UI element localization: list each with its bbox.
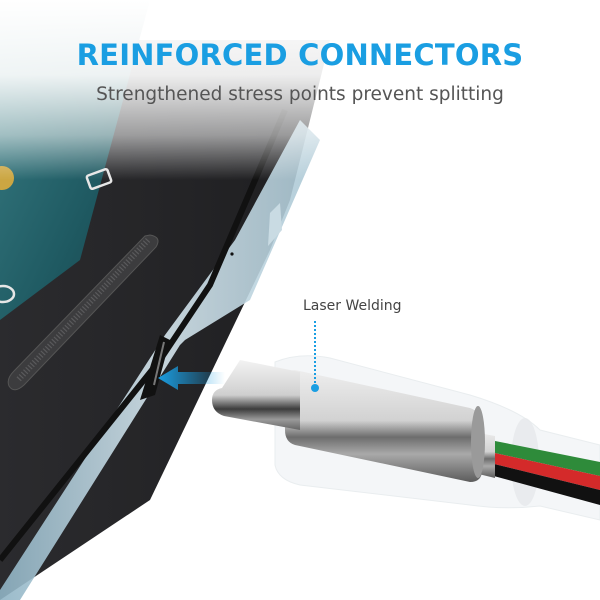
callout-label: Laser Welding [303, 298, 402, 314]
callout-dot-icon [311, 384, 319, 392]
laser-welding-leader [311, 321, 319, 392]
headline: REINFORCED CONNECTORS [76, 38, 524, 72]
subheadline: Strengthened stress points prevent split… [96, 84, 504, 105]
usb-c-cable [212, 355, 600, 521]
insertion-arrow-icon [158, 366, 225, 390]
